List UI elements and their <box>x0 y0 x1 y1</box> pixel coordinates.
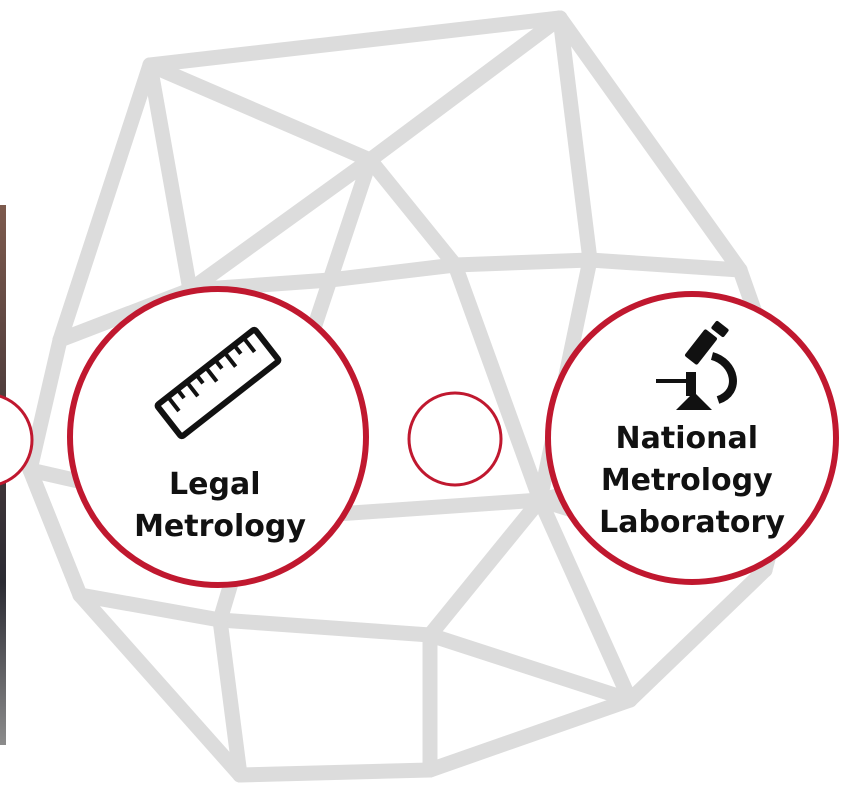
legal-metrology-ring <box>67 286 369 588</box>
national-metrology-laboratory-ring <box>545 291 839 585</box>
legal-metrology-label-line-1: Legal <box>169 467 260 502</box>
legal-metrology-label: Legal Metrology <box>134 467 306 544</box>
partial-node-circle <box>0 394 34 486</box>
legal-metrology-label-line-2: Metrology <box>134 509 306 544</box>
microscope-icon <box>656 320 737 410</box>
nml-label-line-2: Metrology <box>601 463 773 498</box>
ruler-icon <box>154 326 282 440</box>
nml-label-line-1: National <box>616 421 758 456</box>
hub-node-circle[interactable] <box>407 391 503 487</box>
legal-metrology-node[interactable]: Legal Metrology <box>67 286 369 588</box>
national-metrology-laboratory-node[interactable]: National Metrology Laboratory <box>545 291 839 585</box>
national-metrology-laboratory-label: National Metrology Laboratory <box>599 421 785 540</box>
nml-label-line-3: Laboratory <box>599 505 785 540</box>
